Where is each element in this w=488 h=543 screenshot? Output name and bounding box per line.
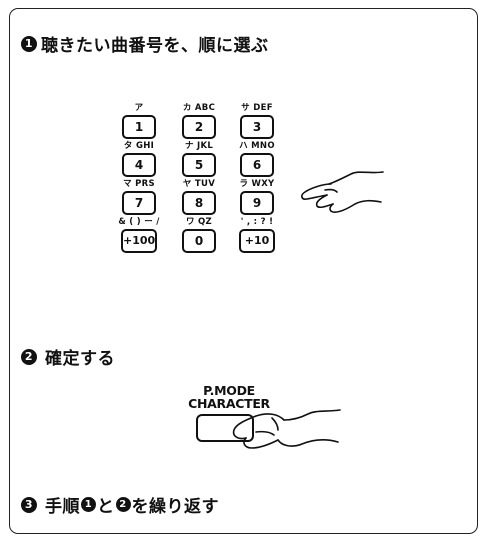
- key-plus100-label: & ( ) ー /: [118, 217, 160, 227]
- key-9-label: ラ WXY: [239, 179, 275, 189]
- key-0-button[interactable]: 0: [182, 229, 216, 253]
- step-number-2: 2: [21, 348, 37, 365]
- step-ref-2: 2: [115, 497, 131, 512]
- step-3: 3 手順 1 と 2 を繰り返す: [21, 492, 219, 517]
- key-cell-2: カ ABC 2: [174, 103, 224, 139]
- key-2-button[interactable]: 2: [182, 115, 216, 139]
- step-2: 2 確定する: [21, 344, 115, 369]
- instruction-frame: [9, 8, 478, 534]
- step-3-text-before: 手順: [45, 497, 80, 517]
- key-cell-9: ラ WXY 9: [232, 179, 282, 215]
- pmode-label-line2: CHARACTER: [188, 396, 270, 411]
- key-8-label: ヤ TUV: [182, 179, 216, 189]
- key-cell-6: ハ MNO 6: [232, 141, 282, 177]
- pmode-character-label: P.MODE CHARACTER: [168, 384, 290, 410]
- key-5-label: ナ JKL: [184, 141, 214, 151]
- key-plus100-button[interactable]: +100: [121, 229, 157, 253]
- step-3-text-after: を繰り返す: [131, 497, 219, 517]
- key-3-button[interactable]: 3: [240, 115, 274, 139]
- pmode-character-button[interactable]: [196, 414, 254, 442]
- key-1-button[interactable]: 1: [122, 115, 156, 139]
- key-0-label: ワ QZ: [185, 217, 213, 227]
- key-plus10-button[interactable]: +10: [239, 229, 275, 253]
- key-cell-5: ナ JKL 5: [174, 141, 224, 177]
- key-plus10-label: ' , : ? !: [240, 217, 274, 227]
- key-3-label: サ DEF: [241, 103, 273, 113]
- key-5-button[interactable]: 5: [182, 153, 216, 177]
- key-cell-8: ヤ TUV 8: [174, 179, 224, 215]
- key-cell-plus100: & ( ) ー / +100: [114, 217, 164, 253]
- key-4-button[interactable]: 4: [122, 153, 156, 177]
- pmode-label-line1: P.MODE: [203, 383, 255, 398]
- key-2-label: カ ABC: [182, 103, 216, 113]
- step-1: 1 聴きたい曲番号を、順に選ぶ: [21, 31, 269, 56]
- key-6-button[interactable]: 6: [240, 153, 274, 177]
- step-number-1: 1: [21, 35, 37, 52]
- key-9-button[interactable]: 9: [240, 191, 274, 215]
- step-2-text: 確定する: [45, 349, 115, 369]
- pointing-hand-icon: [301, 171, 384, 213]
- step-number-3: 3: [21, 496, 37, 513]
- key-cell-1: ア 1: [114, 103, 164, 139]
- key-6-label: ハ MNO: [239, 141, 275, 151]
- key-cell-3: サ DEF 3: [232, 103, 282, 139]
- step-ref-1: 1: [81, 497, 96, 512]
- step-3-text-middle: と: [97, 497, 115, 517]
- key-7-button[interactable]: 7: [122, 191, 156, 215]
- key-cell-4: タ GHI 4: [114, 141, 164, 177]
- key-cell-plus10: ' , : ? ! +10: [232, 217, 282, 253]
- key-cell-0: ワ QZ 0: [174, 217, 224, 253]
- key-4-label: タ GHI: [123, 141, 155, 151]
- key-1-label: ア: [134, 103, 144, 113]
- key-7-label: マ PRS: [123, 179, 155, 189]
- step-1-text: 聴きたい曲番号を、順に選ぶ: [41, 36, 269, 56]
- key-8-button[interactable]: 8: [182, 191, 216, 215]
- key-cell-7: マ PRS 7: [114, 179, 164, 215]
- pressing-hand-icon: [232, 409, 341, 449]
